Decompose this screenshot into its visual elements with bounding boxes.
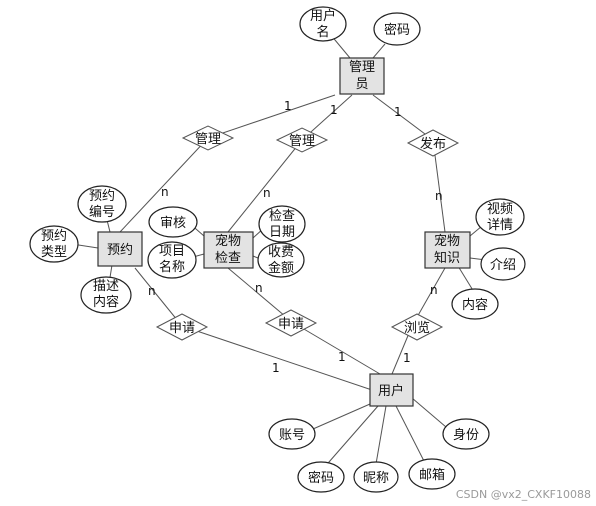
attr-user-password: 密码	[297, 461, 345, 493]
attr-reservation-number: 预约 编号	[77, 185, 127, 223]
attr-knowledge-content: 内容	[451, 288, 499, 320]
entity-pet-check: 宠物 检查	[203, 231, 254, 269]
card-manage-check: n	[263, 186, 271, 200]
entity-user-label: 用户	[378, 383, 404, 399]
attr-user-nickname-label: 昵称	[363, 471, 389, 486]
cardinality-labels: 1 n 1 n 1 n n 1 n 1 n 1	[148, 99, 443, 375]
entity-pet-knowledge-label-line1: 宠物	[434, 233, 460, 249]
attr-knowledge-video-line2: 详情	[487, 218, 513, 233]
attr-check-date-line2: 日期	[269, 225, 295, 240]
attr-user-account: 账号	[268, 418, 316, 450]
attr-check-item-name-line2: 名称	[159, 259, 185, 275]
watermark: CSDN @vx2_CXKF10088	[456, 488, 591, 501]
attr-knowledge-intro: 介绍	[480, 247, 526, 281]
attr-reservation-description: 描述 内容	[80, 276, 132, 314]
entity-admin-label-line2: 员	[355, 77, 368, 92]
rel-manage-reservation: 管理	[181, 125, 235, 151]
attr-knowledge-video: 视频 详情	[475, 198, 525, 236]
attr-check-fee-line1: 收费	[268, 245, 294, 260]
attr-user-password-label: 密码	[308, 470, 334, 486]
rel-apply-check: 申请	[264, 309, 318, 337]
rel-publish: 发布	[406, 129, 460, 157]
attr-check-fee: 收费 金额	[257, 242, 305, 278]
entity-admin: 管理 员	[339, 57, 385, 95]
attr-admin-username-line2: 名	[316, 24, 329, 40]
attr-user-identity: 身份	[442, 418, 490, 450]
attr-admin-username-line1: 用户	[310, 8, 336, 24]
rel-apply-check-label: 申请	[278, 317, 304, 332]
attr-reservation-description-line1: 描述	[93, 279, 119, 294]
attr-reservation-number-line1: 预约	[89, 189, 115, 204]
card-check-apply: n	[255, 281, 263, 295]
card-manage-reservation: n	[161, 185, 169, 199]
card-apply-check-user: 1	[338, 350, 346, 364]
card-publish-knowledge: n	[435, 189, 443, 203]
card-reservation-apply: n	[148, 284, 156, 298]
attr-admin-username: 用户 名	[299, 6, 347, 42]
attr-reservation-type-line1: 预约	[41, 229, 67, 244]
rel-browse-label: 浏览	[404, 320, 430, 336]
attr-knowledge-content-label: 内容	[462, 297, 488, 313]
entity-pet-knowledge: 宠物 知识	[424, 231, 471, 269]
attr-check-item-name: 项目 名称	[147, 241, 197, 279]
rel-publish-label: 发布	[420, 136, 446, 152]
attr-user-account-label: 账号	[279, 428, 305, 443]
card-admin-manage-reservation: 1	[284, 99, 292, 113]
attr-reservation-type: 预约 类型	[29, 225, 79, 263]
attr-user-identity-label: 身份	[453, 427, 479, 443]
card-apply-reservation-user: 1	[272, 361, 280, 375]
entity-pet-knowledge-label-line2: 知识	[434, 250, 460, 266]
attr-admin-password-label: 密码	[384, 22, 410, 38]
attr-knowledge-video-line1: 视频	[487, 202, 513, 217]
rel-browse: 浏览	[390, 313, 444, 341]
attr-user-nickname: 昵称	[353, 461, 399, 493]
rel-manage-check-label: 管理	[289, 134, 315, 149]
attr-check-date-line1: 检查	[269, 209, 295, 224]
attr-check-item-name-line1: 项目	[159, 244, 185, 259]
rel-manage-check: 管理	[275, 127, 329, 153]
entity-reservation-label: 预约	[107, 243, 133, 258]
attr-check-date: 检查 日期	[258, 205, 306, 243]
entity-user: 用户	[369, 373, 414, 407]
rel-apply-reservation: 申请	[155, 313, 209, 341]
card-browse-user: 1	[403, 351, 411, 365]
entity-pet-check-label-line2: 检查	[215, 251, 241, 266]
attr-check-review: 审核	[148, 206, 198, 238]
entity-admin-label-line1: 管理	[349, 60, 375, 75]
entity-reservation: 预约	[97, 231, 143, 267]
attr-user-email: 邮箱	[408, 458, 456, 490]
attr-admin-password: 密码	[373, 12, 421, 46]
attr-check-fee-line2: 金额	[268, 260, 294, 276]
attr-check-review-label: 审核	[160, 216, 186, 231]
attr-reservation-type-line2: 类型	[41, 245, 67, 260]
rel-apply-reservation-label: 申请	[169, 321, 195, 336]
attr-knowledge-intro-label: 介绍	[490, 258, 516, 273]
rel-manage-reservation-label: 管理	[195, 132, 221, 147]
card-admin-manage-check: 1	[330, 103, 338, 117]
entity-pet-check-label-line1: 宠物	[215, 233, 241, 249]
attr-reservation-description-line2: 内容	[93, 294, 119, 310]
card-admin-publish: 1	[394, 105, 402, 119]
card-knowledge-browse: n	[430, 283, 438, 297]
attr-user-email-label: 邮箱	[419, 467, 445, 483]
attr-reservation-number-line2: 编号	[89, 205, 115, 220]
